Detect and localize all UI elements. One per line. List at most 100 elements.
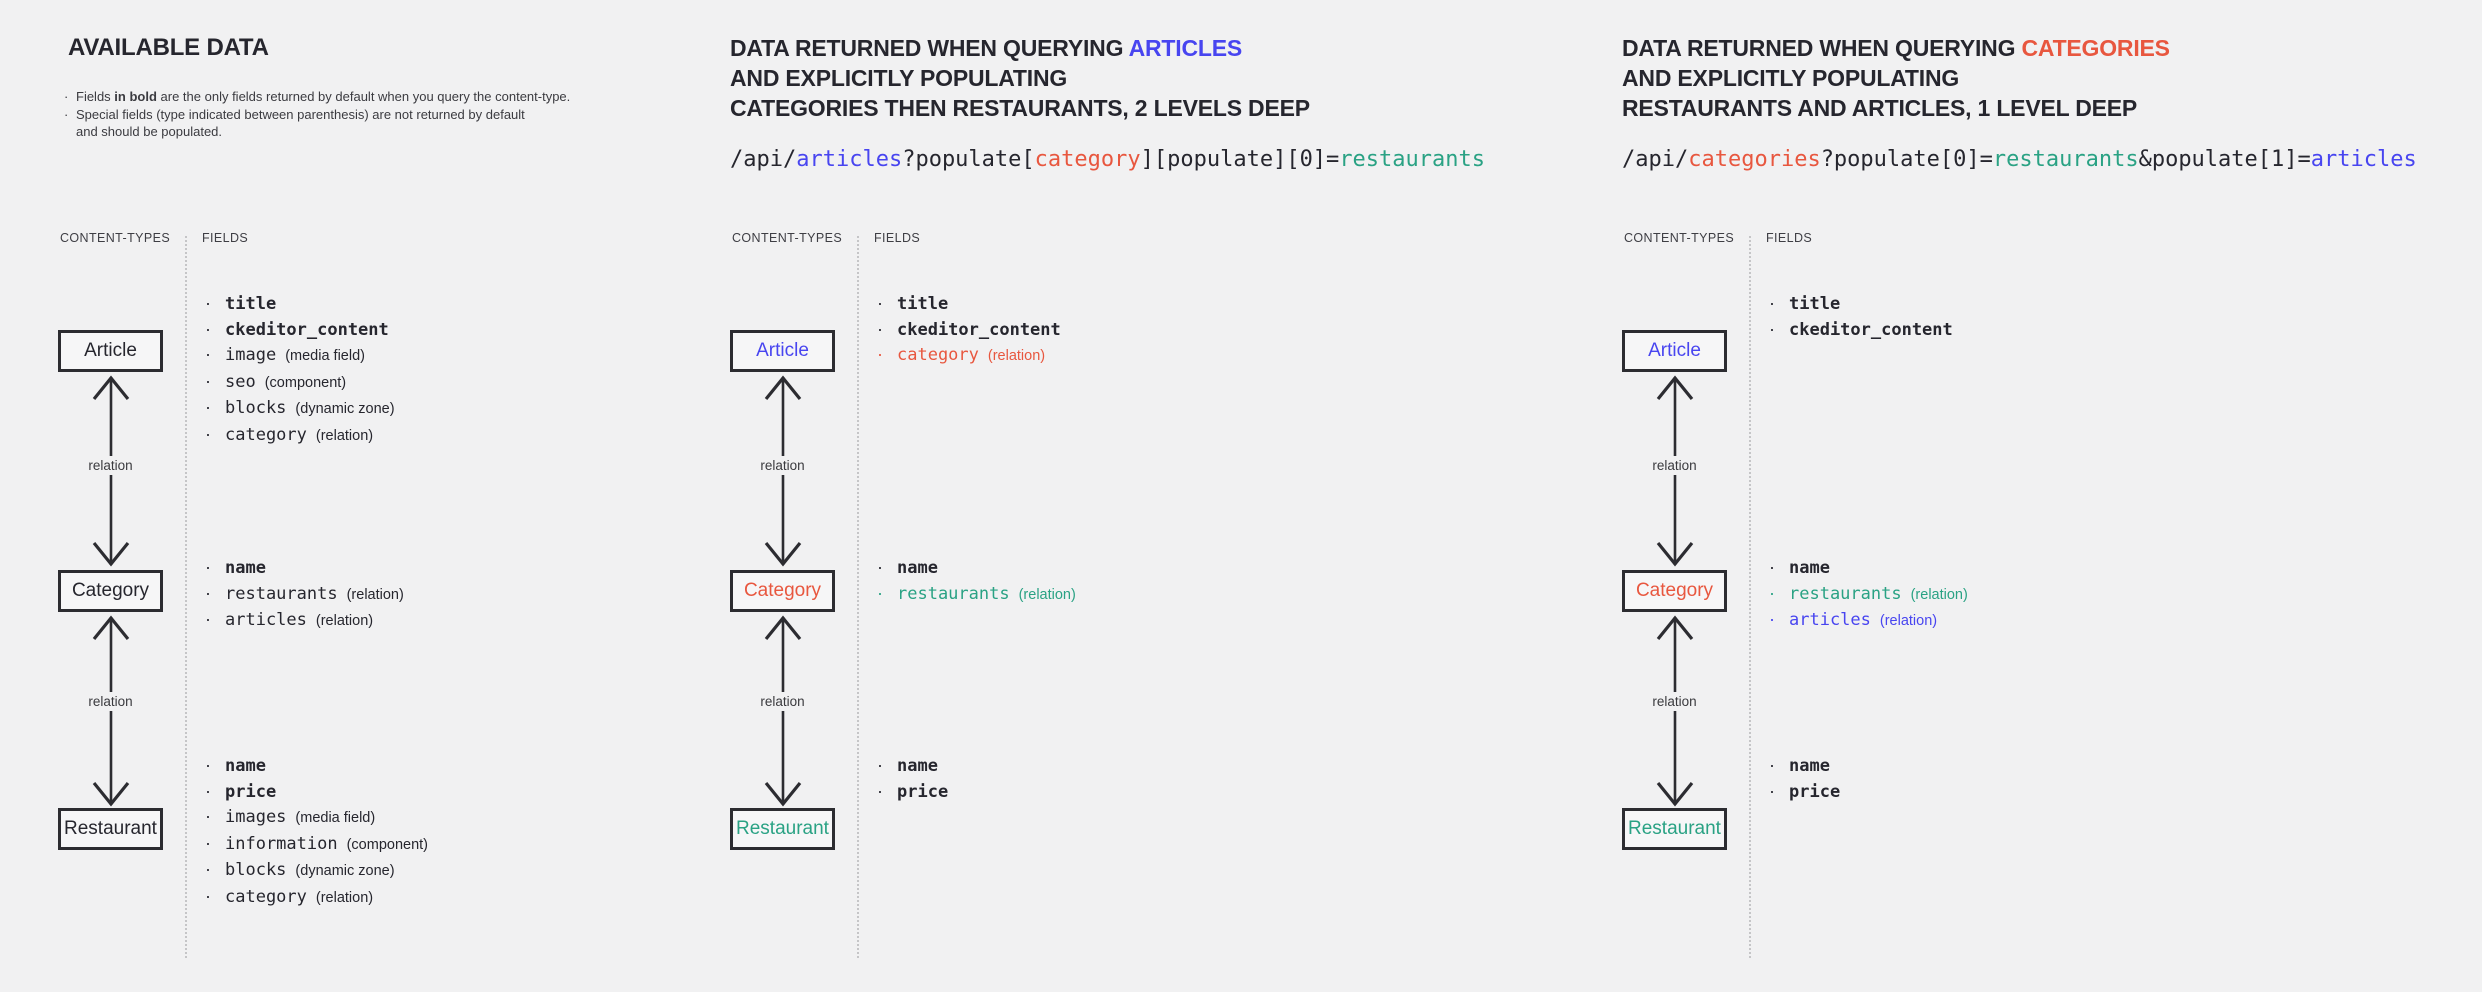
field-item: ·category(relation) bbox=[202, 884, 672, 911]
field-type: (media field) bbox=[295, 810, 376, 826]
column-divider bbox=[857, 236, 859, 958]
bullet-icon: · bbox=[205, 780, 211, 801]
field-item: ·seo(component) bbox=[202, 369, 672, 396]
field-item: ·articles(relation) bbox=[1766, 607, 2236, 634]
field-name: name bbox=[897, 558, 938, 578]
title-segment: CATEGORIES bbox=[2021, 35, 2170, 61]
note-item: and should be populated. bbox=[63, 123, 663, 141]
field-type: (relation) bbox=[1879, 613, 1938, 629]
field-item: ·restaurants(relation) bbox=[202, 581, 672, 608]
bullet-icon: · bbox=[205, 344, 211, 364]
bullet-icon: · bbox=[205, 609, 211, 629]
field-name: title bbox=[225, 294, 277, 314]
title-segment: DATA RETURNED WHEN QUERYING bbox=[730, 35, 1129, 61]
field-type: (relation) bbox=[346, 586, 404, 603]
field-item: ·blocks(dynamic zone) bbox=[202, 857, 672, 884]
field-list: · title · ckeditor_content·image(media fiel… bbox=[202, 291, 672, 448]
panel-title-line: AND EXPLICITLY POPULATING bbox=[1622, 63, 2170, 93]
title-segment: DATA RETURNED WHEN QUERYING bbox=[1622, 35, 2022, 61]
bullet-icon: · bbox=[205, 318, 211, 339]
fields-label: FIELDS bbox=[874, 231, 921, 245]
field-type: (relation) bbox=[987, 348, 1046, 364]
panel-title-line: AND EXPLICITLY POPULATING bbox=[730, 63, 1310, 93]
field-name: images bbox=[225, 807, 287, 827]
field-name: restaurants bbox=[225, 583, 338, 604]
content-types-label: CONTENT-TYPES bbox=[60, 231, 171, 245]
content-type-box-category: Category bbox=[58, 570, 163, 612]
field-list: ·name·restaurants(relation) bbox=[874, 555, 1344, 607]
field-item: ·restaurants(relation) bbox=[874, 581, 1344, 608]
field-item: ·title bbox=[1766, 291, 2236, 317]
field-item: ·category(relation) bbox=[202, 422, 672, 449]
content-type-box-article: Article bbox=[1622, 330, 1727, 372]
field-type: (dynamic zone) bbox=[295, 863, 395, 879]
note-segment: Fields bbox=[76, 89, 115, 104]
bullet-icon: · bbox=[1769, 780, 1775, 801]
bullet-icon: · bbox=[64, 89, 69, 104]
relation-label-text: relation bbox=[83, 456, 138, 475]
field-list: ·name·restaurants(relation)·articles(rel… bbox=[1766, 555, 2236, 634]
content-type-box-article: Article bbox=[730, 330, 835, 372]
bullet-icon: · bbox=[205, 423, 211, 444]
relation-label: relation bbox=[58, 692, 163, 711]
field-item: ·category(relation) bbox=[874, 342, 1344, 369]
code-segment: &populate[1]= bbox=[2138, 147, 2311, 172]
field-name: articles bbox=[1789, 610, 1871, 630]
content-type-box-restaurant: Restaurant bbox=[1622, 808, 1727, 850]
field-name: ckeditor_content bbox=[225, 319, 389, 340]
code-segment: ?populate[ bbox=[902, 147, 1035, 172]
panel-available-data: AVAILABLE DATA ·Fields in bold are the o… bbox=[58, 0, 718, 992]
bullet-icon: · bbox=[877, 293, 883, 313]
api-query-code: /api/articles?populate[category][populat… bbox=[730, 147, 1485, 173]
field-item: ·images(media field) bbox=[202, 804, 672, 831]
code-segment: ][populate][0]= bbox=[1140, 147, 1340, 172]
content-types-label: CONTENT-TYPES bbox=[732, 231, 843, 245]
field-name: blocks bbox=[225, 398, 287, 418]
field-name: category bbox=[225, 886, 307, 907]
field-name: price bbox=[225, 781, 277, 802]
api-query-code: /api/categories?populate[0]=restaurants&… bbox=[1622, 147, 2417, 173]
bullet-icon: · bbox=[205, 370, 211, 391]
column-divider bbox=[185, 236, 187, 958]
field-type: (dynamic zone) bbox=[295, 401, 395, 417]
relation-arrow-icon bbox=[1656, 615, 1694, 807]
field-item: ·name bbox=[1766, 555, 2236, 581]
bullet-icon: · bbox=[205, 755, 211, 775]
field-item: ·title bbox=[874, 291, 1344, 317]
code-segment: /api/ bbox=[1622, 147, 1689, 172]
bullet-icon: · bbox=[1769, 755, 1775, 775]
panel-notes: ·Fields in bold are the only fields retu… bbox=[63, 88, 663, 141]
field-name: name bbox=[1789, 756, 1830, 776]
field-item: ·image(media field) bbox=[202, 342, 672, 369]
bullet-icon: · bbox=[877, 582, 883, 603]
field-item: ·articles(relation) bbox=[202, 607, 672, 634]
relation-label: relation bbox=[1622, 692, 1727, 711]
field-item: ·ckeditor_content bbox=[874, 317, 1344, 343]
title-segment: AND EXPLICITLY POPULATING bbox=[1622, 65, 1960, 91]
field-item: · price bbox=[202, 779, 672, 805]
content-type-box-restaurant: Restaurant bbox=[730, 808, 835, 850]
bullet-icon: · bbox=[1769, 557, 1775, 577]
note-segment: Special fields (type indicated between p… bbox=[76, 106, 525, 122]
bullet-icon: · bbox=[877, 557, 883, 577]
panel-title-line: DATA RETURNED WHEN QUERYING ARTICLES bbox=[730, 33, 1310, 63]
field-item: · ckeditor_content bbox=[202, 317, 672, 343]
code-segment: categories bbox=[1688, 147, 1821, 172]
code-segment: restaurants bbox=[1992, 147, 2139, 172]
field-item: ·blocks(dynamic zone) bbox=[202, 395, 672, 422]
field-item: ·information(component) bbox=[202, 831, 672, 858]
title-segment: RESTAURANTS AND ARTICLES, 1 LEVEL DEEP bbox=[1622, 95, 2138, 121]
title-segment: AVAILABLE DATA bbox=[68, 34, 269, 61]
note-segment: and should be populated. bbox=[76, 124, 223, 139]
bullet-icon: · bbox=[64, 106, 69, 122]
field-type: (component) bbox=[264, 374, 347, 391]
bullet-icon: · bbox=[877, 344, 883, 364]
relation-label: relation bbox=[1622, 456, 1727, 475]
panel-title-line: CATEGORIES THEN RESTAURANTS, 2 LEVELS DE… bbox=[730, 93, 1310, 123]
field-name: restaurants bbox=[897, 583, 1010, 604]
relation-label: relation bbox=[730, 456, 835, 475]
field-type: (relation) bbox=[315, 613, 374, 629]
field-list: ·name·price bbox=[1766, 753, 2236, 804]
bullet-icon: · bbox=[877, 755, 883, 775]
